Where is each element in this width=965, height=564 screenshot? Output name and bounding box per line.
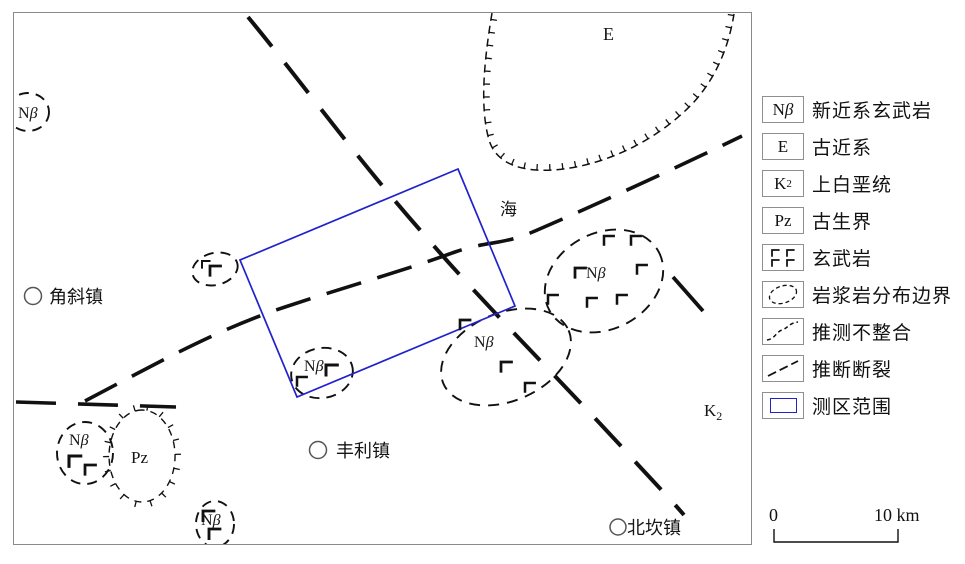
legend-label: 推断断裂	[812, 360, 893, 381]
inferred-fault-line	[246, 15, 686, 517]
basalt-label: Nβ	[18, 105, 38, 122]
geologic-map: 角斜镇 丰利镇 北坎镇 E 海 K2 Pz Nβ Nβ Nβ Nβ Nβ Nβ	[13, 12, 752, 545]
legend-swatch-paleozoic: Pz	[762, 207, 804, 234]
scale-start-label: 0	[769, 505, 778, 525]
hachure-ticks	[103, 404, 182, 508]
scale-end-label: 10 km	[874, 505, 920, 525]
magmatic-boundary-ellipse	[14, 92, 50, 132]
basalt-corner-icon	[615, 293, 630, 307]
legend-label: 新近系玄武岩	[812, 101, 933, 122]
scale-bar-bracket	[773, 529, 899, 543]
inferred-fault-line	[84, 134, 743, 403]
town-label: 北坎镇	[627, 518, 681, 538]
magmatic-boundary-ellipse	[543, 228, 665, 334]
legend-swatch-inferred-fault	[762, 355, 804, 382]
dashed-ellipse-icon	[768, 284, 798, 305]
legend-item-paleogene: E 古近系	[762, 133, 952, 160]
legend-item-paleozoic: Pz 古生界	[762, 207, 952, 234]
unconformity-boundary-paleogene	[482, 13, 735, 172]
legend-label: 测区范围	[812, 397, 893, 418]
town-marker	[308, 440, 328, 460]
region-label-cretaceous: K2	[704, 401, 722, 423]
basalt-label: Nβ	[304, 358, 324, 375]
scale-bar: 0 10 km	[762, 505, 947, 547]
basalt-corner-icon	[207, 527, 223, 542]
legend-label: 上白垩统	[812, 175, 893, 196]
legend-item-inferred-fault: 推断断裂	[762, 355, 952, 382]
basalt-corner-icon	[295, 375, 310, 389]
basalt-label: Nβ	[586, 265, 606, 282]
magmatic-boundary-ellipse	[195, 500, 235, 544]
town-label: 角斜镇	[49, 287, 103, 307]
hachure-ticks	[483, 13, 734, 171]
basalt-corner-icon	[635, 263, 650, 277]
basalt-corner-icon	[83, 463, 99, 477]
k-base: K	[704, 401, 717, 420]
town-label: 丰利镇	[336, 441, 390, 461]
basalt-corner-icon	[629, 234, 644, 248]
legend-label: 古生界	[812, 212, 873, 233]
legend-swatch-basalt	[762, 244, 804, 271]
basalt-label: Nβ	[201, 512, 221, 529]
swatch-text-italic: β	[784, 100, 794, 119]
legend-item-basalt: 玄武岩	[762, 244, 952, 271]
inferred-fault-segment	[15, 400, 177, 409]
inferred-fault-segment	[671, 275, 705, 313]
basalt-label: Nβ	[69, 432, 89, 449]
k-subscript: 2	[716, 409, 722, 423]
magmatic-boundary-ellipse	[191, 251, 239, 287]
survey-area-icon	[769, 398, 797, 413]
basalt-corner-icon	[499, 360, 515, 374]
swatch-text: E	[777, 137, 789, 156]
legend-item-magmatic-boundary: 岩浆岩分布边界	[762, 281, 952, 308]
basalt-corner-icon	[602, 234, 617, 248]
magmatic-boundary-ellipse	[56, 421, 114, 485]
region-label-paleogene: E	[603, 24, 614, 44]
legend-swatch-paleogene: E	[762, 133, 804, 160]
legend-label: 玄武岩	[812, 249, 873, 270]
basalt-symbol-icon	[771, 249, 796, 268]
basalt-label: Nβ	[474, 334, 494, 351]
legend-swatch-magmatic-boundary	[762, 281, 804, 308]
survey-area-outline	[238, 167, 517, 399]
basalt-corner-icon	[324, 363, 341, 378]
basalt-corner-icon	[67, 454, 84, 470]
legend-swatch-inferred-unconformity	[762, 318, 804, 345]
legend-item-inferred-unconformity: 推测不整合	[762, 318, 952, 345]
dashed-line-icon	[767, 360, 799, 377]
legend-label: 岩浆岩分布边界	[812, 286, 953, 307]
swatch-text: N	[772, 100, 785, 119]
region-label-sea: 海	[500, 200, 517, 219]
magmatic-boundary-ellipse	[290, 346, 354, 400]
basalt-corner-icon	[208, 264, 224, 278]
basalt-corner-icon	[585, 296, 600, 310]
town-marker	[23, 286, 43, 306]
legend-label: 古近系	[812, 138, 873, 159]
swatch-text: K	[774, 174, 787, 193]
town-marker	[609, 518, 627, 536]
region-label-paleozoic: Pz	[131, 448, 148, 467]
dotted-curve-icon	[766, 321, 799, 341]
legend-label: 推测不整合	[812, 323, 913, 344]
legend-item-survey-area: 测区范围	[762, 392, 952, 419]
legend-swatch-survey-area	[762, 392, 804, 419]
basalt-corner-icon	[546, 293, 561, 307]
swatch-text: Pz	[774, 211, 792, 230]
